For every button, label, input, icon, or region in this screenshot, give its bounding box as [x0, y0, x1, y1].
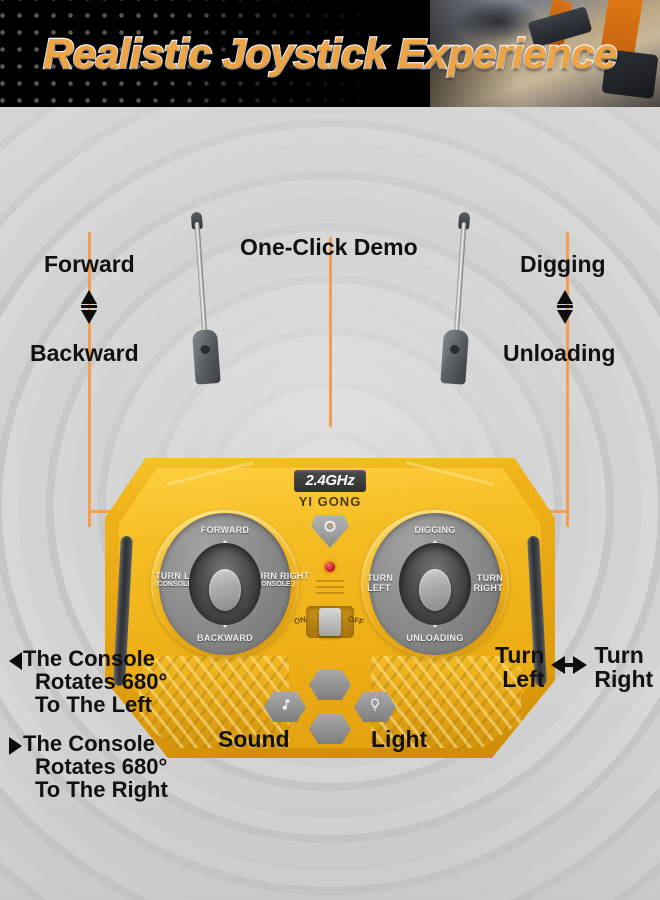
- callout-line-right-vertical: [566, 232, 569, 527]
- callout-turn-group: Turn Left Turn Right: [495, 643, 653, 691]
- console-left-line1: The Console: [23, 646, 156, 671]
- right-pad-label-left: TURN LEFT: [367, 573, 394, 593]
- button-down[interactable]: [309, 714, 351, 744]
- callout-unloading-label: Unloading: [503, 340, 616, 366]
- turn-right-line2: Right: [594, 666, 654, 693]
- halftone-dot-pattern: [0, 0, 464, 107]
- product-illustration-stage: FORWARD BACKWARD TURN LEFT (CONSOLE ) TU…: [0, 107, 660, 900]
- callout-line-left-vertical: [88, 232, 91, 527]
- transmitter-body: FORWARD BACKWARD TURN LEFT (CONSOLE ) TU…: [105, 458, 555, 758]
- light-bulb-icon: [367, 697, 383, 718]
- gear-play-icon: [320, 518, 340, 543]
- textured-plate-right: [371, 656, 521, 748]
- body-vent-line: [316, 586, 344, 588]
- turn-right-line1: Turn: [594, 642, 644, 668]
- console-left-line3: To The Left: [35, 692, 152, 718]
- button-up[interactable]: [309, 670, 351, 700]
- up-down-arrow-icon: [554, 289, 576, 325]
- left-right-arrow-icon: [550, 653, 588, 682]
- callout-console-right-group: The Console Rotates 680° To The Right: [8, 732, 168, 801]
- console-right-line2: Rotates 680°: [35, 754, 168, 780]
- right-joystick-pad[interactable]: DIGGING UNLOADING TURN LEFT TURN RIGHT: [367, 513, 503, 655]
- turn-left-line1: Turn: [495, 642, 545, 668]
- right-stick-knob[interactable]: [419, 568, 451, 611]
- header-banner: Realistic Joystick Experience: [0, 0, 660, 107]
- left-pad-label-left-text: TURN LEFT: [155, 571, 208, 581]
- left-pad-label-right: TURN RIGHT (CONSOLE ): [251, 571, 309, 588]
- textured-plate-left: [139, 656, 289, 748]
- left-stick-knob[interactable]: [209, 568, 241, 611]
- callout-console-left-group: The Console Rotates 680° To The Left: [8, 647, 167, 716]
- right-joystick-bezel: DIGGING UNLOADING TURN LEFT TURN RIGHT: [361, 510, 509, 658]
- callout-one-click-demo-label: One-Click Demo: [240, 234, 418, 260]
- left-pad-label-left-sub: (CONSOLE ): [155, 581, 197, 588]
- left-joystick-bezel: FORWARD BACKWARD TURN LEFT (CONSOLE ) TU…: [151, 510, 309, 658]
- sound-button[interactable]: [264, 692, 306, 722]
- body-vent-line: [316, 592, 344, 594]
- console-left-line2: Rotates 680°: [35, 669, 168, 695]
- callout-backward-label: Backward: [30, 340, 139, 366]
- right-pad-label-right: TURN RIGHT: [473, 573, 503, 593]
- callout-line-demo-vertical: [329, 237, 332, 427]
- antenna-base: [440, 329, 470, 385]
- brand-label: YI GONG: [298, 494, 362, 509]
- function-button-cluster: [262, 670, 398, 744]
- banner-title: Realistic Joystick Experience: [42, 29, 619, 78]
- callout-sound-label: Sound: [218, 726, 290, 752]
- left-joystick-pad[interactable]: FORWARD BACKWARD TURN LEFT (CONSOLE ) TU…: [155, 513, 309, 655]
- left-pad-label-left: TURN LEFT (CONSOLE ): [155, 571, 207, 588]
- right-pad-label-down: UNLOADING: [406, 633, 464, 643]
- right-arrow-icon: [8, 737, 23, 760]
- callout-digging-label: Digging: [520, 251, 606, 277]
- music-note-icon: [277, 697, 293, 718]
- up-down-arrow-icon: [78, 289, 100, 325]
- antenna-base: [191, 329, 221, 385]
- turn-left-line2: Left: [502, 666, 545, 693]
- left-pad-label-right-text: TURN RIGHT: [251, 571, 310, 581]
- body-vent-line: [316, 580, 344, 582]
- power-switch-knob[interactable]: [319, 608, 341, 636]
- left-arrow-icon: [8, 652, 23, 675]
- frequency-badge: 2.4GHz: [294, 470, 366, 492]
- console-right-line3: To The Right: [35, 777, 168, 803]
- console-right-line1: The Console: [23, 731, 156, 756]
- callout-light-label: Light: [371, 726, 428, 752]
- callout-forward-label: Forward: [44, 251, 135, 277]
- light-button[interactable]: [354, 692, 396, 722]
- right-pad-label-up: DIGGING: [414, 525, 456, 535]
- left-pad-label-down: BACKWARD: [197, 633, 253, 643]
- power-led-indicator: [325, 562, 335, 572]
- rc-transmitter: FORWARD BACKWARD TURN LEFT (CONSOLE ) TU…: [105, 211, 555, 760]
- left-pad-label-up: FORWARD: [200, 525, 250, 535]
- left-pad-label-right-sub: (CONSOLE ): [253, 581, 295, 588]
